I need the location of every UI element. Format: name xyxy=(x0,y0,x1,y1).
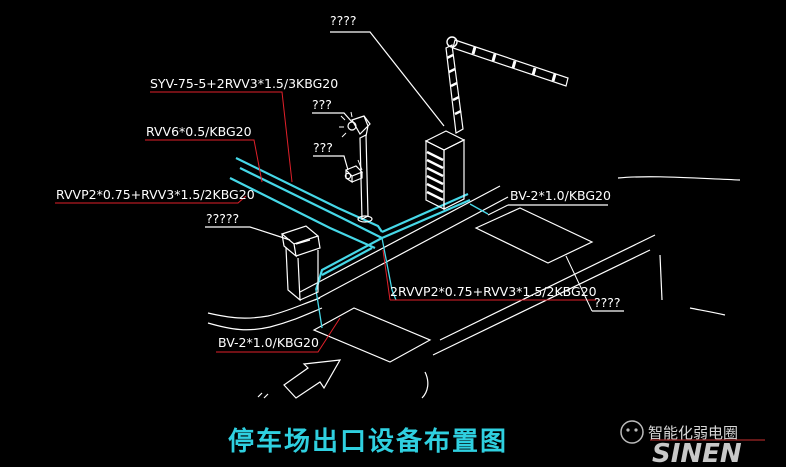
cable-syv-label: SYV-75-5+2RVV3*1.5/3KBG20 xyxy=(150,76,338,91)
diagram-title: 停车场出口设备布置图 xyxy=(228,426,508,457)
cable-rvv6-label: RVV6*0.5/KBG20 xyxy=(146,124,252,139)
barrier-gate-label: ???? xyxy=(330,13,357,28)
cable-bv-bottom-label: BV-2*1.0/KBG20 xyxy=(218,335,319,350)
cable-bv-right-label: BV-2*1.0/KBG20 xyxy=(510,188,611,203)
watermark: 智能化弱电圈 SINEN xyxy=(620,420,765,467)
watermark-brand: SINEN xyxy=(652,439,742,467)
loop-detector-label: ???? xyxy=(594,295,621,310)
light-label: ??? xyxy=(312,97,332,112)
light-camera-pole xyxy=(339,111,373,223)
cable-rvvp-left-label: RVVP2*0.75+RVV3*1.5/2KBG20 xyxy=(56,187,255,202)
ticket-terminal xyxy=(280,225,321,302)
leader-lines xyxy=(55,31,624,353)
barrier-gate xyxy=(424,36,569,210)
loop-bottom xyxy=(312,307,432,363)
labels: ???? SYV-75-5+2RVV3*1.5/3KBG20 ??? RVV6*… xyxy=(56,13,621,350)
cable-rvvp-center-label: 2RVVP2*0.75+RVV3*1.5/2KBG20 xyxy=(390,284,597,299)
wechat-icon xyxy=(620,420,644,444)
vehicle-loops xyxy=(312,207,594,363)
cables xyxy=(229,157,489,329)
direction-arrow xyxy=(257,359,342,399)
loop-right xyxy=(474,207,594,264)
watermark-text: 智能化弱电圈 xyxy=(648,424,738,442)
road-outlines xyxy=(207,176,741,399)
camera-label: ??? xyxy=(313,140,333,155)
terminal-label: ????? xyxy=(206,211,239,226)
